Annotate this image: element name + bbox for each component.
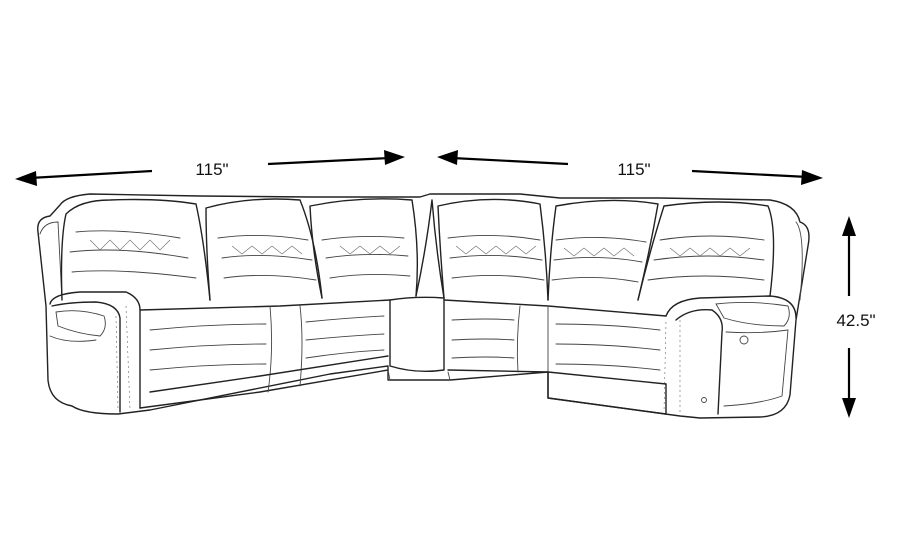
back-cushion-4 xyxy=(437,198,549,301)
right-arm-pad xyxy=(715,301,790,327)
right-arm-studs xyxy=(663,321,667,413)
right-seat-front-top xyxy=(443,299,667,317)
left-arm-studs xyxy=(125,305,131,411)
left-arm-top xyxy=(49,291,141,409)
right-back-cushions xyxy=(415,198,775,301)
corner-back xyxy=(415,199,445,299)
right-width-label: 115" xyxy=(617,160,650,179)
seat-quilt-right xyxy=(451,318,661,371)
right-width-dimension: 115" xyxy=(437,150,823,185)
seat-divider-2 xyxy=(299,305,303,387)
back-quilt-diamonds-6 xyxy=(669,247,751,257)
right-arm xyxy=(663,221,803,415)
left-width-label: 115" xyxy=(195,160,228,179)
seat-quilt-left xyxy=(149,315,385,371)
left-arm-front xyxy=(51,301,121,413)
back-quilt-2a xyxy=(217,234,317,281)
right-footrest xyxy=(547,371,667,415)
back-quilt-diamonds-1 xyxy=(89,239,171,251)
back-quilt-diamonds-5 xyxy=(563,247,635,257)
corner-seat xyxy=(389,296,445,373)
back-cushion-3 xyxy=(309,198,419,299)
right-arm-front xyxy=(675,309,723,415)
left-width-arrow-right xyxy=(267,156,391,166)
seat-divider-4 xyxy=(516,305,521,373)
height-arrowhead-bottom xyxy=(842,398,856,418)
back-cushion-1 xyxy=(60,198,211,301)
seat-cushions xyxy=(139,296,667,415)
back-quilt-3a xyxy=(321,235,411,279)
back-cushion-6 xyxy=(637,201,775,301)
sofa-outline xyxy=(37,193,810,419)
back-quilt-diamonds-2 xyxy=(231,245,303,255)
left-footrest xyxy=(149,355,389,393)
left-arm xyxy=(39,221,141,413)
back-cushion-5 xyxy=(547,199,659,301)
back-cushion-2 xyxy=(205,198,323,301)
seat-divider-1 xyxy=(267,305,273,393)
left-width-arrowhead-right xyxy=(384,150,405,165)
left-width-arrowhead-left xyxy=(15,171,37,186)
left-arm-studs-inner xyxy=(115,315,119,411)
left-width-arrow-left xyxy=(29,169,153,180)
back-quilt-diamonds-4 xyxy=(455,245,537,255)
left-seat-front-top xyxy=(139,299,391,311)
recline-button-icon xyxy=(701,397,707,403)
left-width-dimension: 115" xyxy=(15,150,405,186)
back-quilt-5a xyxy=(551,236,647,283)
right-width-arrow-right xyxy=(691,169,809,179)
corner-seat-base xyxy=(387,369,451,381)
left-side-panel xyxy=(39,221,63,301)
right-arm-top xyxy=(665,295,797,319)
left-arm-seam xyxy=(49,335,97,342)
right-width-arrowhead-right xyxy=(801,170,823,185)
left-seat-front-bottom xyxy=(139,369,389,409)
right-width-arrowhead-left xyxy=(437,150,458,165)
back-quilt-6a xyxy=(647,235,765,281)
back-quilt-diamonds-3 xyxy=(339,245,401,255)
left-arm-pad xyxy=(55,310,106,337)
right-side-panel xyxy=(795,221,803,301)
back-quilt-1a xyxy=(69,230,197,279)
back-quilt-4a xyxy=(447,234,545,281)
left-back-cushions xyxy=(60,198,419,301)
right-arm-panel xyxy=(723,329,789,407)
power-button-icon xyxy=(739,335,749,345)
height-dimension: 42.5" xyxy=(836,216,876,418)
sectional-sofa-drawing xyxy=(37,193,810,419)
height-label: 42.5" xyxy=(836,311,875,330)
right-width-arrow-left xyxy=(451,156,569,166)
height-arrowhead-top xyxy=(842,216,856,236)
